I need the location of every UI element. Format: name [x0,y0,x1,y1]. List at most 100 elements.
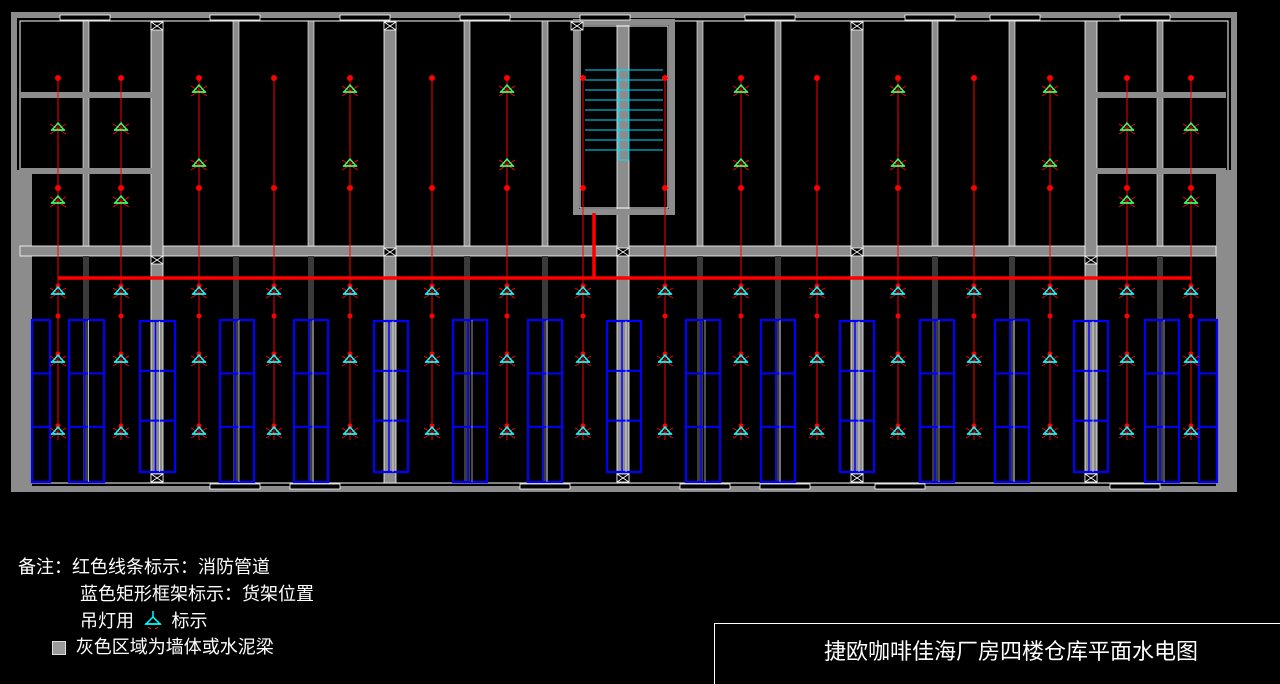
column-beam-upper [541,20,549,247]
column-beam-upper [931,20,939,247]
sprinkler-icon [1118,287,1136,299]
column-beam-upper [774,20,782,247]
rack [1072,319,1110,474]
column-beam-upper [82,20,90,247]
sprinkler-icon [49,287,67,299]
sprinkler-icon [574,355,592,367]
window [209,483,261,490]
symbols-layer [49,75,1200,439]
rack [218,318,256,484]
sprinkler-head [1124,313,1130,319]
window [759,483,811,490]
column-beam-upper [307,20,315,247]
sprinkler-icon [1118,427,1136,439]
sprinkler-head [662,185,668,191]
drawing-title: 捷欧咖啡佳海厂房四楼仓库平面水电图 [824,640,1199,665]
sprinkler-icon [498,427,516,439]
sprinkler-head [271,75,277,81]
rack [684,318,722,484]
column-beam-upper [1008,20,1016,247]
sprinkler-head [196,185,202,191]
column-beam-lower [697,256,703,483]
sprinkler-icon [732,427,750,439]
rack [759,318,797,484]
rack [605,319,643,474]
sprinkler-icon [965,287,983,299]
sprinkler-icon [498,159,516,171]
column-x-icon [616,247,630,257]
column-x-icon [850,247,864,257]
sprinkler-head [347,75,353,81]
sprinkler-icon [49,355,67,367]
sprinkler-icon [112,196,130,208]
sprinkler-head [196,313,202,319]
rack [138,319,177,474]
window [579,14,631,21]
sprinkler-icon [341,427,359,439]
sprinkler-icon [656,427,674,439]
rack [67,318,106,484]
rack [292,318,330,484]
sprinkler-head [1188,185,1194,191]
sprinkler-icon [49,427,67,439]
main-column [1084,20,1098,484]
office-wall-right-1 [1096,92,1226,98]
rack [30,318,52,484]
column-x-icon [616,473,630,483]
column-beam-upper [463,20,471,247]
sprinkler-icon [341,355,359,367]
sprinkler-icon [49,196,67,208]
column-beam-lower [308,256,314,483]
east-wall [1216,170,1234,488]
sprinkler-icon [112,123,130,135]
sprinkler-icon [732,159,750,171]
sprinkler-icon [808,287,826,299]
sprinkler-icon [423,355,441,367]
sprinkler-head [971,185,977,191]
sprinkler-icon [1041,355,1059,367]
sprinkler-head [580,185,586,191]
west-wall [14,170,32,488]
column-x-icon [150,255,164,265]
sprinkler-icon [265,427,283,439]
window [679,483,731,490]
sprinkler-head [271,313,277,319]
sprinkler-icon [808,427,826,439]
column-x-icon [383,247,397,257]
wall-swatch-icon [52,641,66,655]
sprinkler-head [504,75,510,81]
sprinkler-head [738,185,744,191]
sprinkler-icon [112,287,130,299]
window [459,14,511,21]
sprinkler-icon [965,427,983,439]
window [59,14,111,21]
column-x-icon [850,473,864,483]
sprinkler-icon [808,355,826,367]
rack [451,318,489,484]
window [519,483,571,490]
window [209,14,261,21]
stairwell-inner [579,25,669,209]
sprinkler-head [738,313,744,319]
sprinkler-head [1124,185,1130,191]
sprinkler-head [814,185,820,191]
sprinkler-icon [423,427,441,439]
sprinkler-head [271,185,277,191]
sprinkler-icon [889,85,907,97]
sprinkler-head [662,75,668,81]
rack [838,319,876,474]
sprinkler-head [580,75,586,81]
stair-rail [618,69,630,161]
window [1119,14,1171,21]
sprinkler-icon [1118,196,1136,208]
sprinkler-icon [498,85,516,97]
sprinkler-head [814,75,820,81]
legend-line-3: 吊灯用 标示 [80,607,207,633]
rack [1197,318,1219,484]
rack [993,318,1031,484]
sprinkler-icon [1041,287,1059,299]
sprinkler-icon [574,427,592,439]
sprinkler-head [504,185,510,191]
sprinkler-head [196,75,202,81]
